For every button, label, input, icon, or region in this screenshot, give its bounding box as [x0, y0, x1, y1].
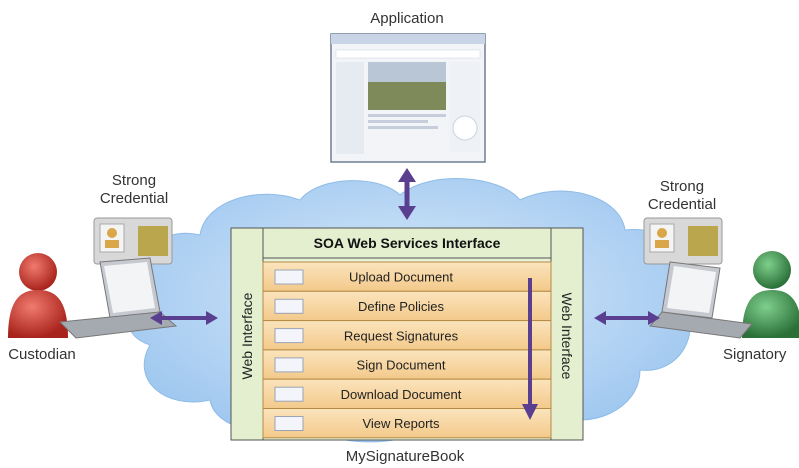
strong-credential-right-label: Strong Credential — [632, 178, 732, 214]
custodian-figure — [8, 253, 68, 338]
strong-credential-right-text: Strong Credential — [647, 178, 717, 213]
soa-header: SOA Web Services Interface — [314, 235, 501, 251]
workflow-step-box — [262, 378, 552, 410]
application-window — [330, 33, 486, 163]
workflow-step-row: Sign Document — [262, 349, 552, 380]
application-label: Application — [370, 10, 444, 27]
strong-credential-left-label: Strong Credential — [84, 172, 184, 208]
document-icon — [274, 269, 304, 285]
document-icon — [274, 386, 304, 402]
strong-credential-left-text: Strong Credential — [99, 172, 169, 207]
workflow-down-arrow — [522, 278, 538, 420]
laptop-right — [649, 261, 753, 339]
workflow-step-label: Upload Document — [349, 270, 453, 285]
workflow-step-label: Define Policies — [358, 299, 444, 314]
footer-label: MySignatureBook — [345, 448, 465, 465]
workflow-step-row: Download Document — [262, 378, 552, 410]
application-arrow — [398, 168, 416, 220]
credential-card-right — [643, 217, 723, 265]
signatory-arrow — [594, 311, 660, 325]
workflow-step-box — [262, 320, 552, 351]
signatory-figure — [742, 251, 799, 338]
workflow-step-row: Upload Document — [262, 261, 552, 292]
workflow-step-box — [262, 349, 552, 380]
workflow-step-row: View Reports — [262, 408, 552, 439]
document-icon — [274, 416, 304, 431]
web-interface-left: Web Interface — [239, 292, 255, 379]
credential-card-left — [93, 217, 173, 265]
web-interface-right: Web Interface — [559, 293, 575, 380]
workflow-step-label: Download Document — [341, 387, 462, 402]
signatory-label: Signatory — [723, 346, 787, 363]
custodian-arrow — [150, 311, 218, 325]
document-icon — [274, 357, 304, 373]
document-icon — [274, 298, 304, 314]
document-icon — [274, 328, 304, 344]
workflow-step-row: Request Signatures — [262, 320, 552, 351]
laptop-left — [58, 257, 178, 339]
workflow-step-label: Sign Document — [357, 358, 446, 373]
workflow-step-box — [262, 290, 552, 322]
workflow-step-label: Request Signatures — [344, 328, 459, 343]
workflow-step-label: View Reports — [362, 416, 440, 431]
workflow-step-box — [262, 261, 552, 292]
workflow-step-row: Define Policies — [262, 290, 552, 322]
custodian-label: Custodian — [8, 346, 76, 363]
workflow-step-box — [262, 408, 552, 439]
